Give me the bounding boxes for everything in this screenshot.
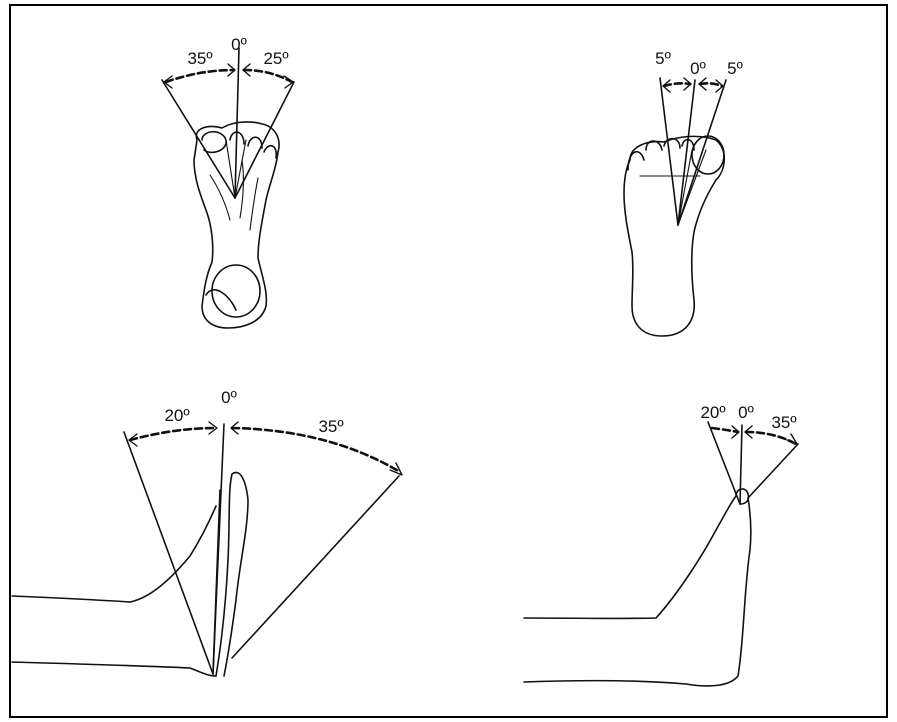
label-center: 0º [738,403,754,422]
label-center: 0º [690,59,706,78]
label-left: 20º [700,403,725,422]
label-left: 35º [187,49,212,68]
label-right: 35º [318,417,343,436]
label-left: 20º [164,406,189,425]
arc-left [664,83,690,86]
label-right: 5º [727,59,743,78]
panel-bottom-right: 20º 0º 35º [524,403,798,686]
arc-left [166,70,234,82]
label-center: 0º [221,388,237,407]
label-right: 25º [263,49,288,68]
axis-right [678,80,726,225]
panel-top-left: 0º 35º 25º [162,35,294,328]
arc-right [746,432,796,444]
axis-right [232,476,399,658]
arc-left [130,428,216,440]
axis-left [162,80,235,198]
label-center: 0º [231,35,247,54]
label-right: 35º [771,413,796,432]
axis-left [660,78,678,225]
arc-right [700,83,722,86]
leg-side-view-illustration [12,472,248,676]
axis-left [708,422,740,504]
arc-right [232,428,400,472]
panel-bottom-left: 0º 20º 35º [12,388,402,676]
foot-sole-illustration [624,136,724,336]
panel-top-right: 5º 0º 5º [624,49,743,336]
axis-right [748,444,798,498]
foot-side-view-illustration [524,489,751,686]
axis-left [124,432,213,674]
label-left: 5º [655,49,671,68]
figure-frame [10,5,887,717]
axis-neutral [740,425,742,504]
axis-neutral-foot [213,490,220,674]
